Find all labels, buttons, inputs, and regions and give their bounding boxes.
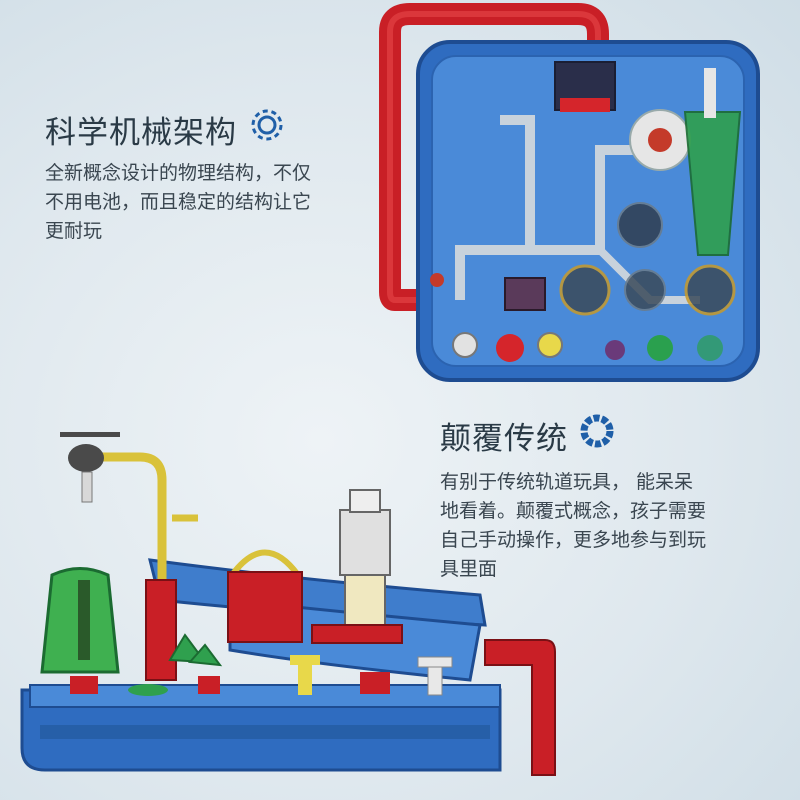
description-line: 自己手动操作，更多地参与到玩 (440, 529, 707, 551)
description-line: 具里面 (440, 558, 498, 580)
description-line: 全新概念设计的物理结构，不仅 (45, 162, 312, 184)
section-description: 全新概念设计的物理结构，不仅 不用电池，而且稳定的结构让它 更耐玩 (45, 159, 311, 246)
section-title: 颠覆传统 (440, 412, 706, 458)
side-view-toy (20, 432, 556, 776)
description-line: 地看着。颠覆式概念，孩子需要 (440, 500, 707, 522)
section-title: 科学机械架构 (45, 105, 311, 153)
section-science-structure: 科学机械架构 全新概念设计的物理结构，不仅 不用电池，而且稳定的结构让它 更耐玩 (45, 105, 311, 246)
section-description: 有别于传统轨道玩具， 能呆呆 地看着。颠覆式概念，孩子需要 自己手动操作，更多地… (440, 468, 706, 584)
gear-icon (247, 105, 287, 153)
section-title-text: 科学机械架构 (45, 114, 237, 151)
description-line: 不用电池，而且稳定的结构让它 (45, 191, 312, 213)
section-subvert-tradition: 颠覆传统 有别于传统轨道玩具， 能呆呆 地看着。颠覆式概念，孩子需要 自己手动操… (440, 412, 706, 584)
description-line: 更耐玩 (45, 220, 103, 242)
description-line: 有别于传统轨道玩具， 能呆呆 (440, 471, 694, 493)
ring-icon (578, 412, 616, 458)
section-title-text: 颠覆传统 (440, 420, 568, 457)
top-view-toy (379, 3, 760, 382)
